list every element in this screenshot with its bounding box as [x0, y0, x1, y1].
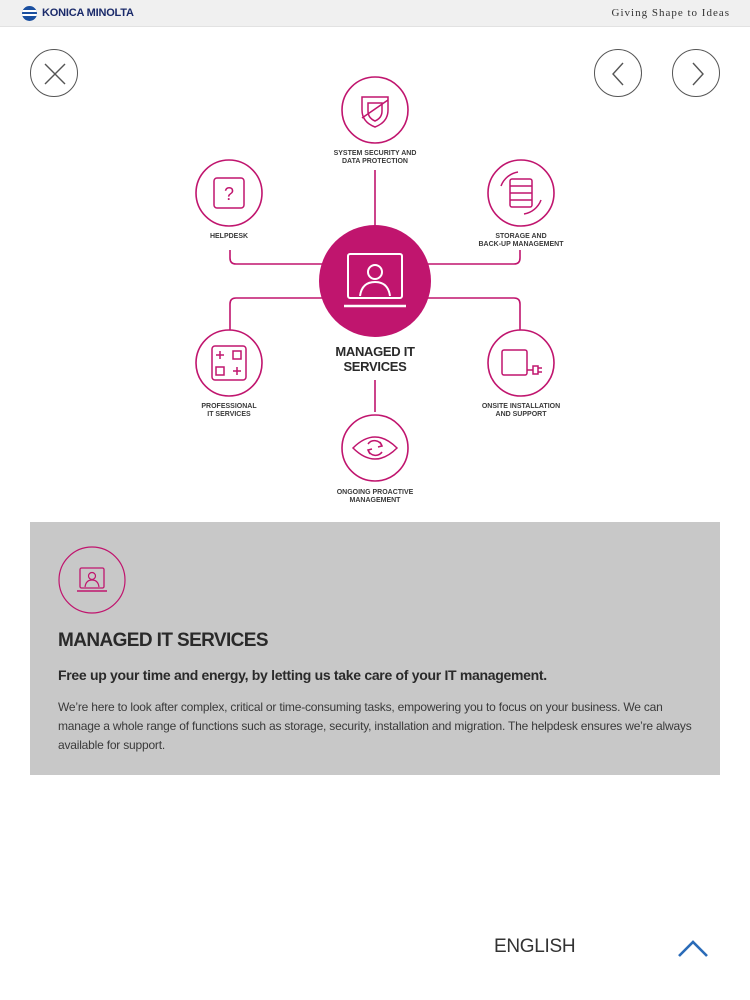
top-bar: KONICA MINOLTA Giving Shape to Ideas [0, 0, 750, 27]
monitor-user-icon [58, 546, 126, 614]
node-label-security: SYSTEM SECURITY AND DATA PROTECTION [333, 150, 417, 165]
chevron-up-icon[interactable] [676, 936, 710, 960]
node-label-helpdesk: HELPDESK [209, 233, 249, 240]
panel-subtitle: Free up your time and energy, by letting… [58, 667, 547, 683]
next-button[interactable] [672, 49, 720, 97]
connector-lines [229, 170, 521, 412]
close-x-icon [44, 63, 66, 85]
node-label-onsite: ONSITE INSTALLATION AND SUPPORT [481, 403, 561, 418]
services-diagram: ? [195, 76, 555, 482]
node-label-storage: STORAGE AND BACK-UP MANAGEMENT [478, 233, 564, 248]
center-node [319, 225, 431, 337]
tagline: Giving Shape to Ideas [611, 7, 730, 19]
monitor-user-icon [344, 253, 406, 308]
plug-icon [501, 349, 542, 376]
brand-name: KONICA MINOLTA [42, 7, 134, 19]
panel-title: MANAGED IT SERVICES [58, 630, 269, 651]
node-label-professional: PROFESSIONAL IT SERVICES [201, 403, 257, 418]
language-selector[interactable]: ENGLISH [494, 936, 576, 957]
shield-icon [361, 96, 389, 128]
question-icon: ? [213, 177, 245, 209]
eye-refresh-icon [351, 436, 399, 460]
chevron-right-icon [692, 62, 704, 86]
node-proactive[interactable] [341, 414, 409, 482]
storage-backup-icon [500, 171, 542, 215]
svg-text:?: ? [224, 184, 234, 204]
node-onsite[interactable] [487, 329, 555, 397]
center-label: MANAGED IT SERVICES [335, 344, 415, 374]
brand-logo: KONICA MINOLTA [22, 5, 134, 21]
node-security[interactable] [341, 76, 409, 144]
close-button[interactable] [30, 49, 78, 97]
globe-logo-icon [22, 5, 37, 21]
node-helpdesk[interactable]: ? [195, 159, 263, 227]
panel-body: We’re here to look after complex, critic… [58, 700, 692, 752]
info-panel: MANAGED IT SERVICES Free up your time an… [30, 522, 720, 775]
node-label-proactive: ONGOING PROACTIVE MANAGEMENT [336, 489, 414, 504]
previous-button[interactable] [594, 49, 642, 97]
node-storage[interactable] [487, 159, 555, 227]
node-professional[interactable] [195, 329, 263, 397]
chevron-left-icon [612, 62, 624, 86]
calculator-icon [211, 345, 247, 381]
